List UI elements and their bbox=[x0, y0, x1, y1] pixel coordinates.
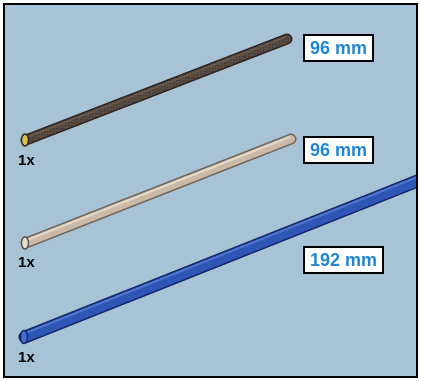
dark-brown-tube-icon bbox=[20, 33, 293, 147]
blue-tube-length-label: 192 mm bbox=[303, 246, 385, 274]
parts-illustration bbox=[18, 33, 416, 345]
dark-brown-tube-length-label: 96 mm bbox=[303, 34, 375, 62]
tan-tube-length-label: 96 mm bbox=[303, 136, 375, 164]
tan-tube-icon bbox=[20, 133, 297, 250]
dark-brown-tube-quantity: 1x bbox=[18, 152, 35, 169]
tan-tube-quantity: 1x bbox=[18, 254, 35, 271]
blue-tube-quantity: 1x bbox=[18, 349, 35, 366]
blue-tube-icon bbox=[18, 174, 416, 345]
parts-list-panel: 96 mm 96 mm 192 mm 1x 1x 1x bbox=[3, 3, 418, 378]
